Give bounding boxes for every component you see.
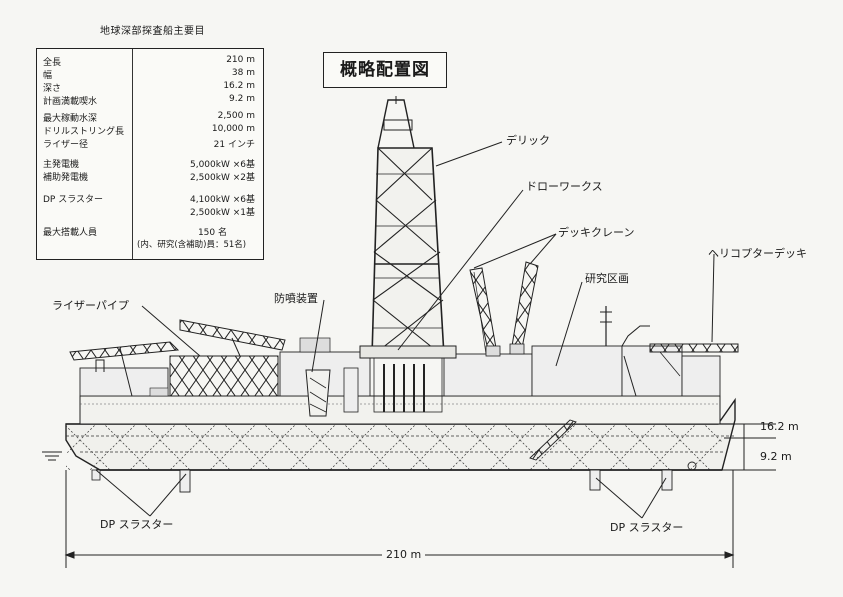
spec-value: 2,500kW ×1基 (189, 208, 255, 218)
spec-label: 全長 (43, 58, 62, 68)
spec-row: 深さ 16.2 m (37, 81, 263, 94)
spec-row: 最大搭載人員 150 名 (37, 225, 263, 238)
spec-row: ドリルストリング長 10,000 m (37, 124, 263, 137)
helideck-label: ヘリコプターデッキ (708, 247, 807, 260)
spec-value: 4,100kW ×6基 (189, 195, 255, 205)
deck-cranes (469, 261, 539, 357)
length-dimension: 210 m (382, 548, 426, 561)
bop-stack (305, 367, 359, 417)
leader-lines (95, 141, 715, 519)
spec-label: 計画満載喫水 (43, 97, 98, 107)
drawworks-label: ドローワークス (526, 180, 603, 193)
spec-value: 2,500kW ×2基 (189, 173, 255, 183)
lab-area-label: 研究区画 (585, 272, 629, 285)
spec-table-divider (132, 49, 133, 259)
spec-value: 16.2 m (223, 81, 255, 91)
spec-row: 計画満載喫水 9.2 m (37, 94, 263, 107)
spec-value: 10,000 m (211, 124, 255, 134)
spec-value: 2,500 m (217, 111, 255, 121)
spec-row: ライザー径 21 インチ (37, 137, 263, 150)
spec-row: 補助発電機 2,500kW ×2基 (37, 170, 263, 183)
spec-row: 全長 210 m (37, 55, 263, 68)
spec-row: 2,500kW ×1基 (37, 205, 263, 218)
spec-value: 9.2 m (229, 94, 255, 104)
spec-value: 21 インチ (213, 140, 255, 150)
spec-label: ドリルストリング長 (43, 127, 125, 137)
spec-label: 主発電機 (43, 160, 80, 170)
dp-thruster-right-label: DP スラスター (610, 521, 684, 534)
dp-thrusters (91, 461, 697, 493)
riser-pipe-label: ライザーパイプ (52, 299, 129, 312)
spec-caption: 地球深部探査船主要目 (100, 26, 205, 37)
diagram-title: 概略配置図 (323, 52, 447, 88)
spec-value: 38 m (231, 68, 255, 78)
derrick-label: デリック (506, 134, 550, 147)
spec-label: 深さ (43, 84, 62, 94)
riser-pipe-rack (69, 319, 286, 397)
derrick-tower (359, 96, 457, 413)
spec-value: 150 名 (197, 228, 227, 238)
dp-thruster-left-label: DP スラスター (100, 518, 174, 531)
depth-dimension: 16.2 m (760, 420, 799, 433)
spec-label: 幅 (43, 71, 53, 81)
lab-ramp (529, 419, 577, 461)
deck-crane-label: デッキクレーン (558, 226, 635, 239)
spec-row: 主発電機 5,000kW ×6基 (37, 157, 263, 170)
spec-row: (内、研究(含補助)員：51名) (37, 238, 263, 250)
spec-value: (内、研究(含補助)員：51名) (137, 240, 247, 250)
draft-dimension: 9.2 m (760, 450, 792, 463)
spec-label: ライザー径 (43, 140, 89, 150)
spec-row: 幅 38 m (37, 68, 263, 81)
spec-label: DP スラスター (43, 195, 104, 205)
spec-label: 最大稼動水深 (43, 114, 98, 124)
spec-row: DP スラスター 4,100kW ×6基 (37, 192, 263, 205)
spec-row: 最大稼動水深 2,500 m (37, 111, 263, 124)
spec-value: 210 m (226, 55, 255, 65)
waterline-mark (42, 451, 62, 461)
spec-label: 最大搭載人員 (43, 228, 98, 238)
spec-label: 補助発電機 (43, 173, 89, 183)
bop-label: 防噴装置 (274, 292, 318, 305)
spec-value: 5,000kW ×6基 (189, 160, 255, 170)
spec-table: 全長 210 m 幅 38 m 深さ 16.2 m 計画満載喫水 9.2 m 最… (36, 48, 264, 260)
helideck (600, 306, 739, 397)
